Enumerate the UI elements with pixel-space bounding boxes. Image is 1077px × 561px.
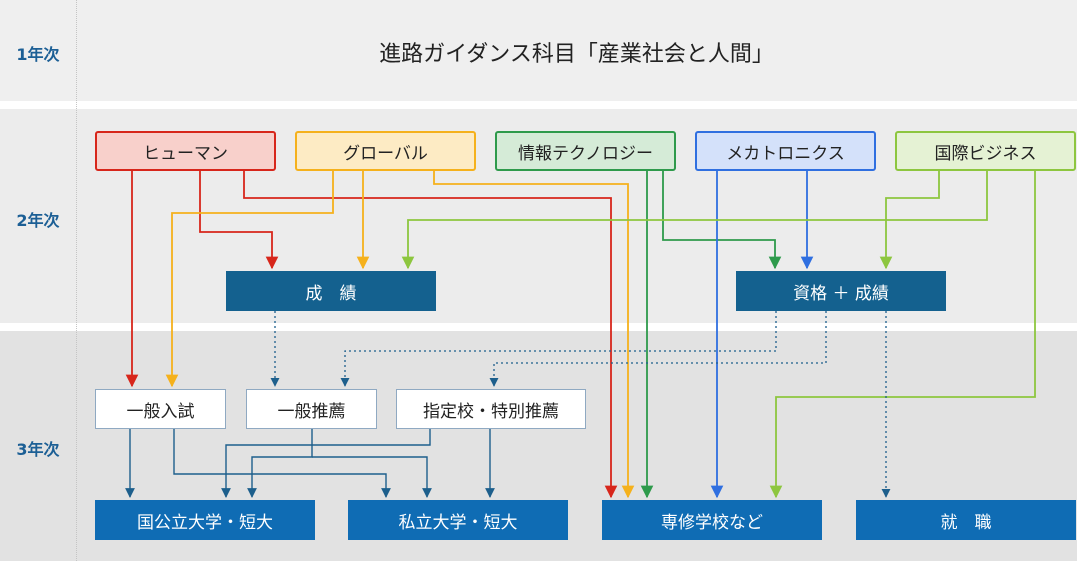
outcome-national-university: 国公立大学・短大 <box>95 500 315 540</box>
arrow-it-qual <box>662 171 782 270</box>
year1-band <box>0 0 1077 101</box>
general-exam-box: 一般入試 <box>95 389 226 429</box>
general-recommendation-box: 一般推薦 <box>246 389 377 429</box>
outcome-vocational-school: 専修学校など <box>602 500 822 540</box>
year-label-3: 3年次 <box>16 440 60 459</box>
course-global: グローバル <box>295 131 476 171</box>
arrow-global-general <box>165 171 334 388</box>
arrow-biz-qual <box>879 171 940 270</box>
year-label-1: 1年次 <box>16 45 60 64</box>
outcome-employment: 就 職 <box>856 500 1076 540</box>
outcome-private-university: 私立大学・短大 <box>348 500 568 540</box>
year-label-2: 2年次 <box>16 211 60 230</box>
arrow-biz-grades <box>401 171 988 270</box>
arrow-rec-private <box>312 456 432 498</box>
arrow-global-vocational <box>433 171 635 499</box>
grades-box: 成 績 <box>226 271 436 311</box>
arrow-rec-national-a <box>247 429 313 498</box>
course-biz: 国際ビジネス <box>895 131 1076 171</box>
course-human: ヒューマン <box>95 131 276 171</box>
guidance-course-title: 進路ガイダンス科目「産業社会と人間」 <box>379 42 774 67</box>
arrow-human-grades <box>199 171 279 270</box>
course-mecha: メカトロニクス <box>695 131 876 171</box>
year-column-divider <box>76 0 77 561</box>
arrow-qual-rec <box>340 311 777 387</box>
arrow-general-private <box>173 429 391 498</box>
qualification-grades-box: 資格 ＋ 成績 <box>736 271 946 311</box>
arrow-biz-vocational <box>769 171 1036 499</box>
arrow-designated-national <box>221 429 431 498</box>
course-it: 情報テクノロジー <box>495 131 676 171</box>
arrow-qual-designated <box>489 311 827 387</box>
designated-recommendation-box: 指定校・特別推薦 <box>396 389 586 429</box>
arrow-human-vocational <box>243 171 618 499</box>
